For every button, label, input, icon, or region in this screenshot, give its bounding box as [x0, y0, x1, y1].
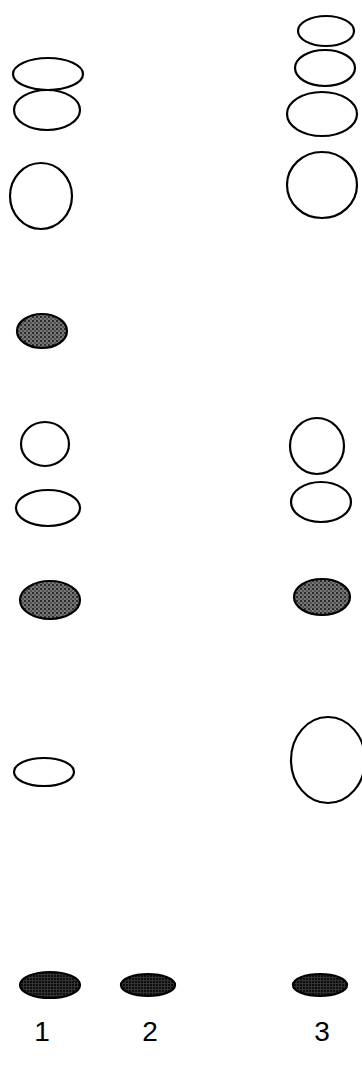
lane-number: 2	[142, 1018, 158, 1046]
lane-number: 3	[314, 1018, 330, 1046]
lane-number: 1	[34, 1018, 50, 1046]
spots	[10, 16, 362, 998]
